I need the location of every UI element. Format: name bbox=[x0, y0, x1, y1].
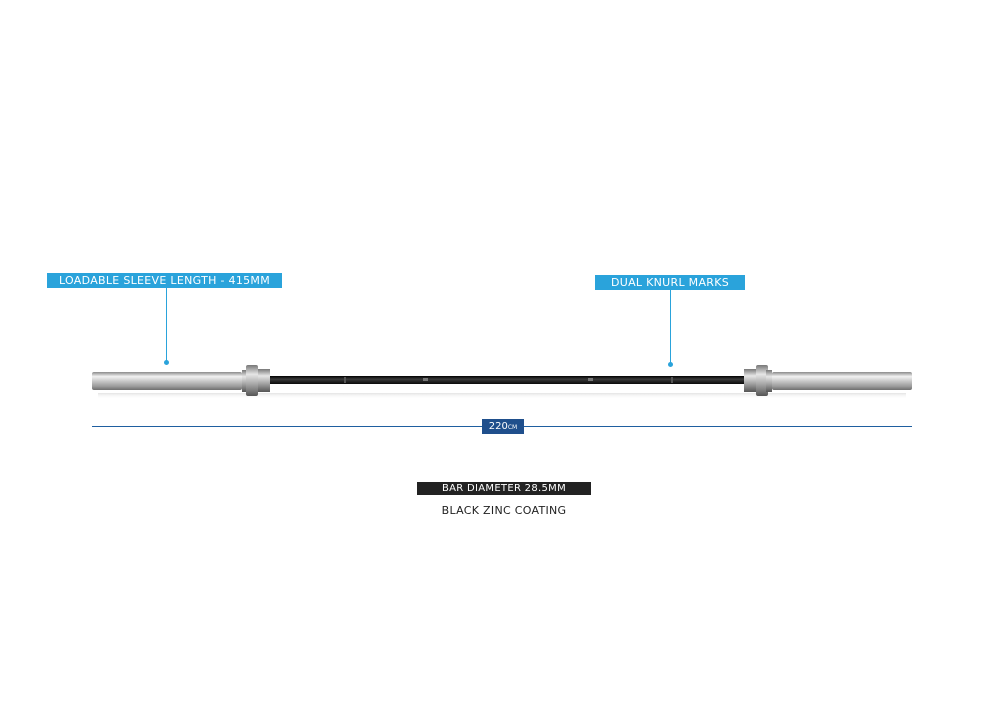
left-inner-ring bbox=[242, 370, 248, 392]
bar-shaft bbox=[270, 376, 744, 384]
center-knurl-end bbox=[588, 378, 593, 381]
length-dimension-label: 220CM bbox=[482, 419, 524, 434]
length-value: 220 bbox=[488, 421, 508, 432]
knurl-leader-dot bbox=[668, 362, 673, 367]
left-collar bbox=[246, 365, 258, 396]
right-collar-rim bbox=[744, 369, 756, 392]
barbell-shadow bbox=[98, 393, 906, 399]
coating-label: BLACK ZINC COATING bbox=[441, 504, 567, 517]
center-knurl-start bbox=[423, 378, 428, 381]
sleeve-length-callout: LOADABLE SLEEVE LENGTH - 415MM bbox=[47, 273, 282, 288]
bar-diameter-label: BAR DIAMETER 28.5MM bbox=[417, 482, 591, 495]
left-sleeve bbox=[92, 372, 242, 390]
right-sleeve bbox=[772, 372, 912, 390]
barbell-illustration bbox=[92, 365, 912, 399]
right-inner-ring bbox=[766, 370, 772, 392]
length-unit: CM bbox=[507, 424, 518, 431]
right-collar bbox=[756, 365, 768, 396]
sleeve-leader-dot bbox=[164, 360, 169, 365]
sleeve-leader-line bbox=[166, 288, 167, 363]
left-knurl-mark bbox=[344, 377, 346, 383]
knurl-marks-callout: DUAL KNURL MARKS bbox=[595, 275, 745, 290]
knurl-leader-line bbox=[670, 290, 671, 365]
left-collar-rim bbox=[258, 369, 270, 392]
right-knurl-mark bbox=[671, 377, 673, 383]
